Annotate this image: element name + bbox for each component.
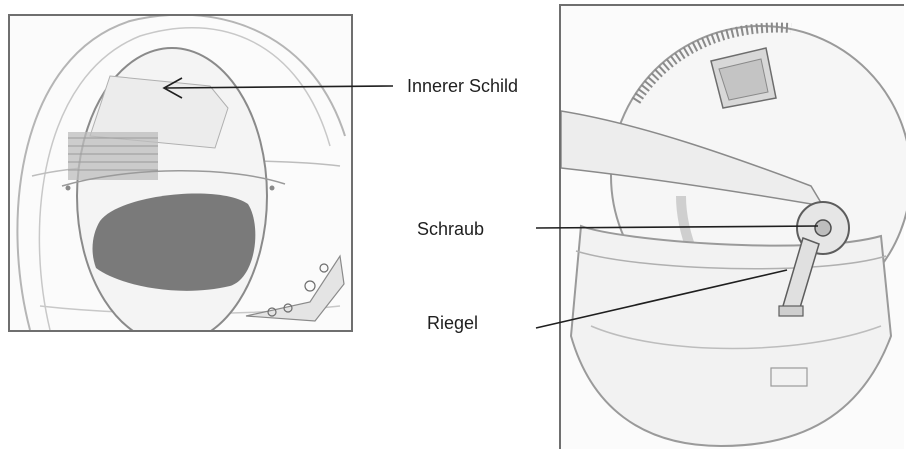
mesh-area — [68, 132, 158, 180]
side-view-drawing — [561, 6, 906, 451]
front-view-illustration — [8, 14, 353, 332]
side-view-illustration — [559, 4, 904, 449]
screw-label: Schraub — [417, 219, 484, 240]
inner-shield-label: Innerer Schild — [407, 76, 518, 97]
control-button-4 — [320, 264, 328, 272]
control-button-3 — [305, 281, 315, 291]
latch-label: Riegel — [427, 313, 478, 334]
screw-dot-left — [66, 186, 71, 191]
pivot-screw — [815, 220, 831, 236]
latch-foot — [779, 306, 803, 316]
control-panel — [246, 256, 344, 321]
screw-dot-right — [270, 186, 275, 191]
front-view-drawing — [10, 16, 351, 330]
